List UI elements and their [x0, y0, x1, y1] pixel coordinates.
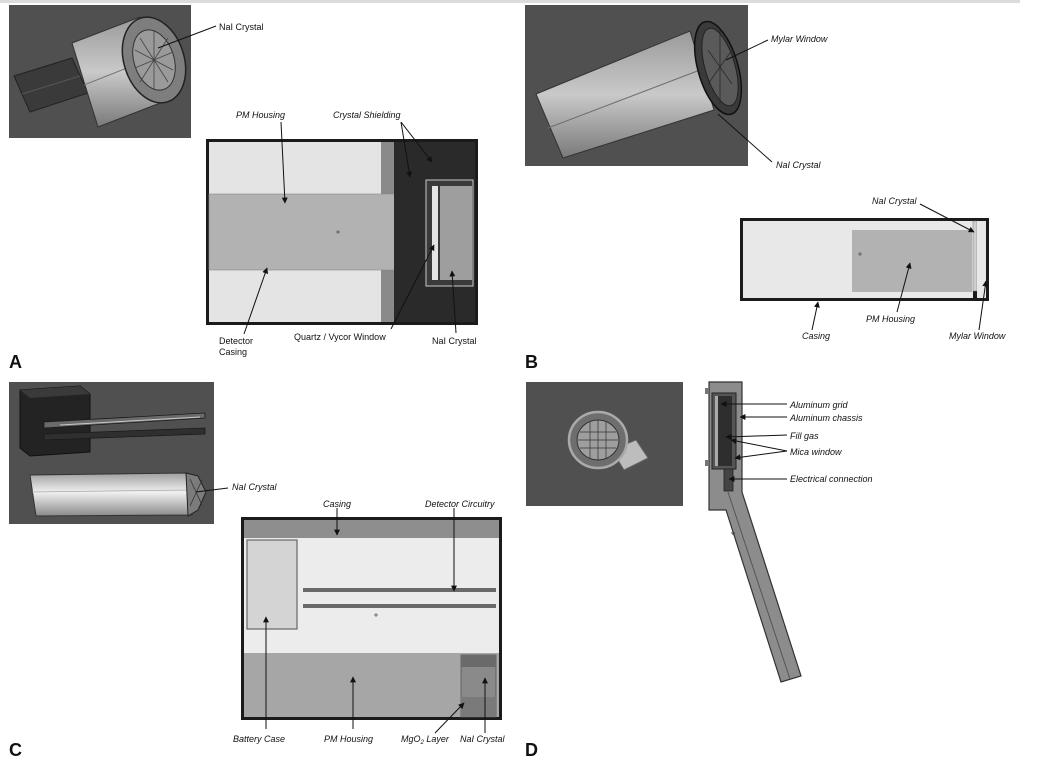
panel-b-pm-label: PM Housing — [866, 314, 915, 324]
panel-d-grid-label: Aluminum grid — [789, 400, 849, 410]
leader-b-render-window — [725, 39, 769, 61]
leader-a-shield-1 — [400, 121, 413, 178]
panel-a-shielding-label: Crystal Shielding — [333, 110, 401, 120]
panel-b-crystal-label: NaI Crystal — [872, 196, 918, 206]
panel-b-window-label: Mylar Window — [949, 331, 1006, 341]
leader-c-render-crystal — [195, 487, 229, 493]
panel-c-mgo-label: MgO2 Layer — [401, 734, 450, 746]
panel-c-schematic — [241, 517, 502, 720]
panel-b-render-window-label: Mylar Window — [771, 34, 828, 44]
leader-b-render-crystal — [717, 113, 773, 163]
leader-d-mica-1 — [730, 438, 788, 452]
panel-c-render — [9, 382, 214, 524]
panel-c-casing-label: Casing — [323, 499, 351, 509]
panel-letter-c: C — [9, 740, 22, 760]
panel-a-render-label: NaI Crystal — [219, 22, 264, 32]
leader-a-shield-2 — [400, 121, 433, 163]
top-rule — [0, 0, 1020, 3]
panel-a-pm-label: PM Housing — [236, 110, 285, 120]
panel-b: Mylar Window NaI Crystal NaI Crystal PM … — [525, 5, 1006, 341]
panel-b-render-crystal-label: NaI Crystal — [776, 160, 822, 170]
leader-b-pm — [896, 262, 912, 313]
panel-c-battery-label: Battery Case — [233, 734, 285, 744]
panel-letter-d: D — [525, 740, 538, 760]
leader-a-crystal — [449, 270, 457, 334]
leader-b-casing — [811, 301, 820, 331]
panel-d: Aluminum grid Aluminum chassis Fill gas … — [526, 381, 873, 683]
panel-a-window-label: Quartz / Vycor Window — [294, 332, 386, 342]
leader-a-pm — [280, 121, 288, 204]
panel-d-chassis-label: Aluminum chassis — [789, 413, 863, 423]
panel-letter-b: B — [525, 352, 538, 372]
panel-a-render-leader — [157, 25, 217, 49]
leader-d-gas — [725, 433, 788, 440]
panel-d-mica-label: Mica window — [790, 447, 842, 457]
leader-a-casing — [243, 267, 269, 335]
panel-a-render — [9, 5, 191, 138]
panel-a-schematic — [206, 139, 478, 325]
panel-a-crystal-label: NaI Crystal — [432, 336, 477, 346]
panel-c-crystal-label: NaI Crystal — [460, 734, 506, 744]
panel-d-gas-label: Fill gas — [790, 431, 819, 441]
panel-a-detector-label: Detector — [219, 336, 253, 346]
panel-c: NaI Crystal Casing Detector Circuitry Ba… — [9, 382, 506, 746]
panel-b-casing-label: Casing — [802, 331, 830, 341]
panel-d-electrical-label: Electrical connection — [790, 474, 873, 484]
leader-a-window — [390, 244, 435, 330]
panel-b-render — [525, 5, 748, 166]
panel-letter-a: A — [9, 352, 22, 372]
panel-a-casing-label: Casing — [219, 347, 247, 357]
leader-b-window — [978, 280, 989, 331]
leader-c-mgo — [434, 702, 465, 734]
panel-a: NaI Crystal PM Housing Crystal Shielding… — [9, 5, 478, 357]
leader-d-mica-2 — [734, 450, 788, 461]
leader-b-crystal — [919, 203, 975, 233]
panel-c-circuitry-label: Detector Circuitry — [425, 499, 495, 509]
panel-d-schematic — [705, 381, 802, 683]
panel-d-render — [526, 382, 683, 506]
panel-c-render-crystal-label: NaI Crystal — [232, 482, 278, 492]
panel-c-pm-label: PM Housing — [324, 734, 373, 744]
panel-b-schematic — [740, 218, 989, 301]
